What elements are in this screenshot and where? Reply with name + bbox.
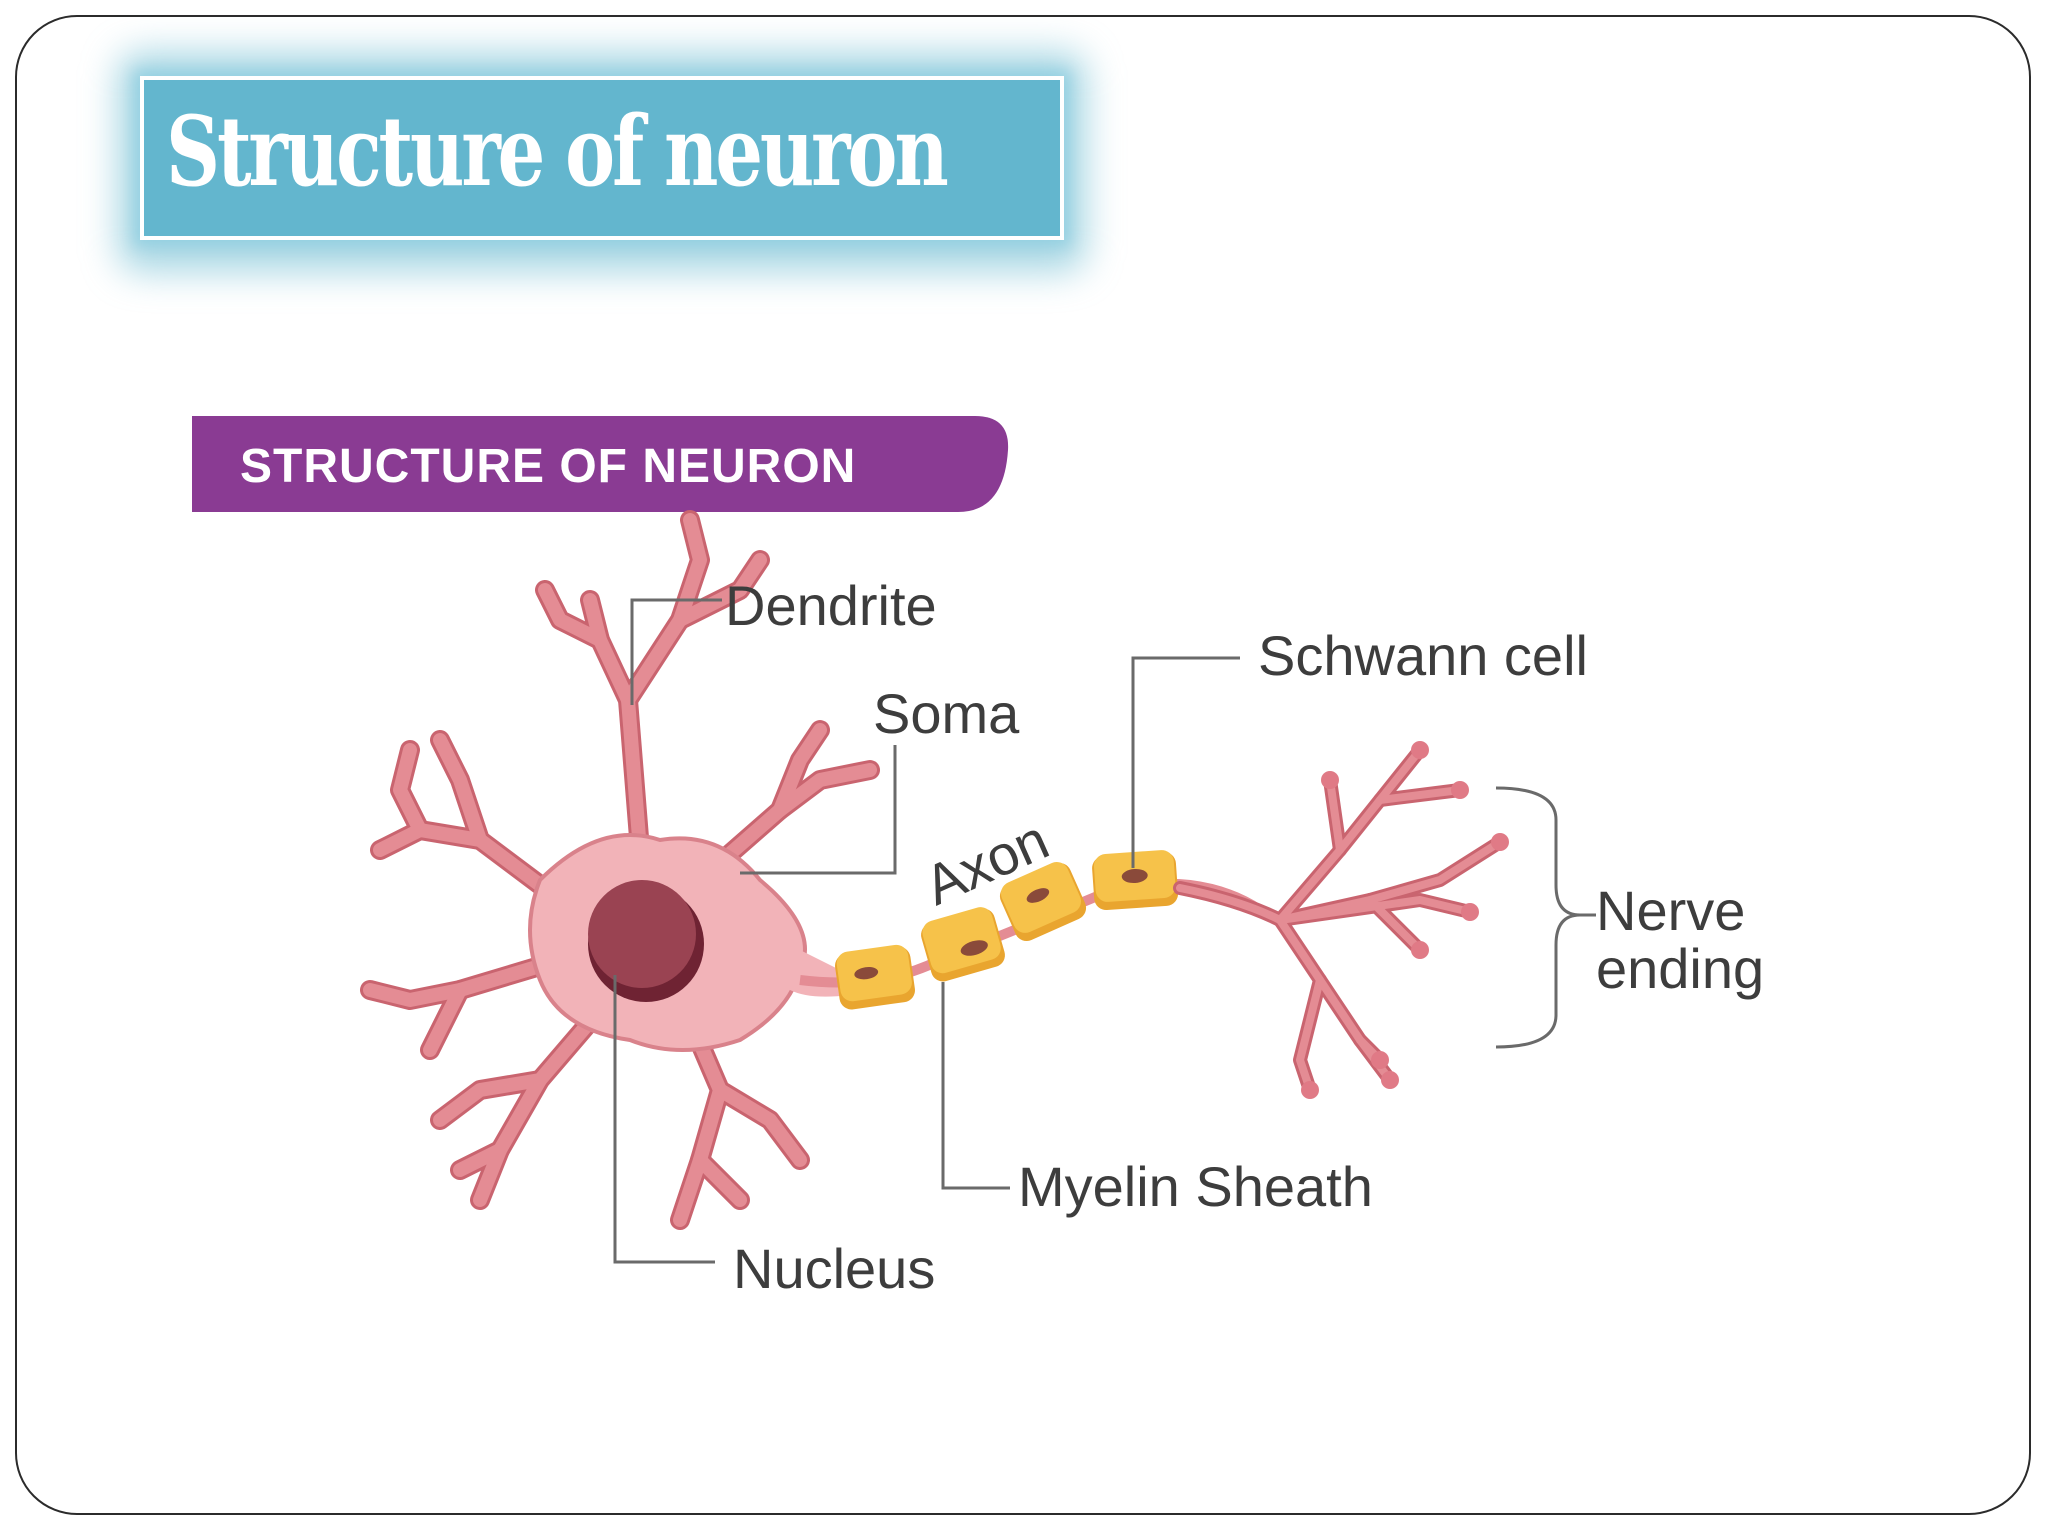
- banner-shape: [192, 416, 1009, 512]
- myelin-segment-2: [921, 907, 1005, 982]
- leader-nucleus: [613, 975, 715, 1264]
- slide-title: Structure of neuron: [166, 95, 949, 208]
- label-nucleus: Nucleus: [733, 1237, 935, 1300]
- label-schwann-cell: Schwann cell: [1258, 624, 1588, 687]
- leader-schwann-cell: [1131, 656, 1240, 868]
- leader-dendrite: [630, 598, 722, 705]
- nerve-ending: [1173, 741, 1509, 1099]
- label-myelin-sheath: Myelin Sheath: [1018, 1155, 1373, 1218]
- dendrite-fill: [363, 513, 877, 1227]
- myelin-segment-4: [1092, 850, 1179, 911]
- nucleus-body: [588, 880, 696, 988]
- banner-text: STRUCTURE OF NEURON: [240, 440, 856, 493]
- leader-myelin-sheath: [941, 982, 1010, 1190]
- leader-lines: [613, 598, 1596, 1264]
- leader-soma: [740, 745, 897, 875]
- diagram-banner: STRUCTURE OF NEURON: [192, 416, 1009, 512]
- title-box: Structure of neuron: [140, 76, 1064, 240]
- label-nerve-ending-line2: ending: [1596, 937, 1764, 1000]
- nucleus: [588, 880, 704, 1002]
- labels: Dendrite Soma Axon Schwann cell Nerve en…: [725, 574, 1764, 1300]
- dendrites: [360, 510, 880, 1230]
- myelin-sheath: [835, 850, 1179, 1010]
- myelin-segment-1: [835, 944, 915, 1010]
- myelin-segment-3: [999, 861, 1087, 942]
- terminal-outline: [1173, 743, 1507, 1097]
- label-dendrite: Dendrite: [725, 574, 937, 637]
- terminal-buttons: [1301, 741, 1509, 1099]
- nerve-ending-bracket: [1495, 786, 1581, 1049]
- label-soma: Soma: [873, 682, 1020, 745]
- label-nerve-ending-line1: Nerve: [1596, 879, 1745, 942]
